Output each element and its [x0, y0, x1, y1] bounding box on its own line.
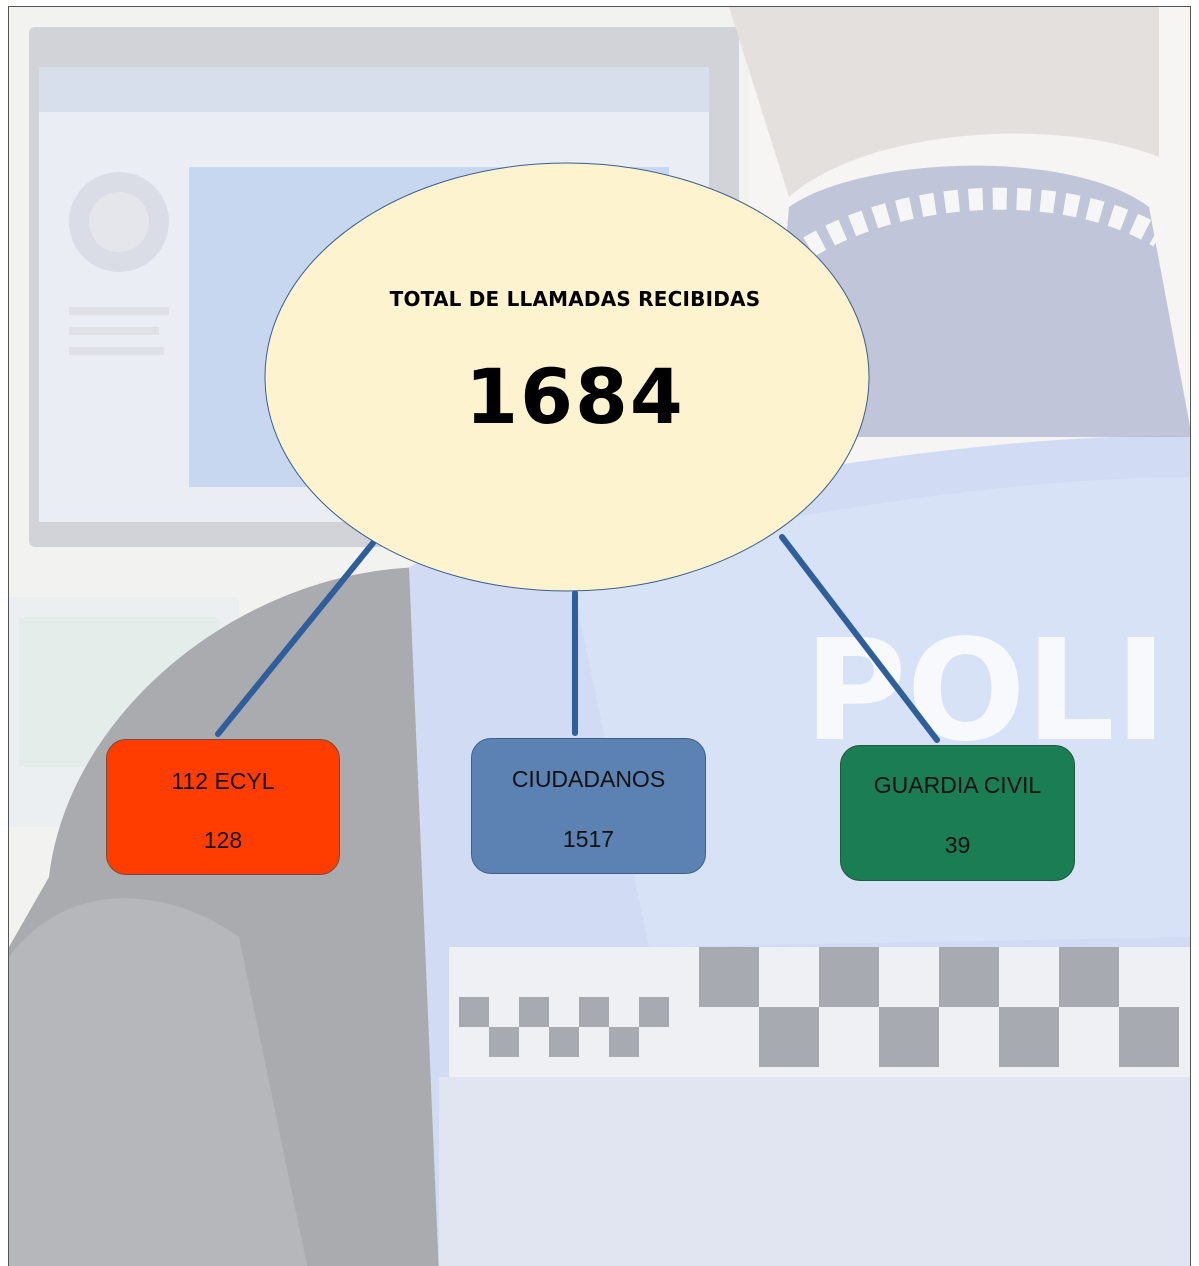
source-box-112-ecyl: 112 ECYL 128 — [106, 739, 340, 875]
source-value: 128 — [203, 827, 243, 853]
source-box-ciudadanos: CIUDADANOS 1517 — [471, 738, 706, 874]
total-label: TOTAL DE LLAMADAS RECIBIDAS — [389, 287, 761, 311]
source-value: 1517 — [562, 826, 615, 852]
connector-line — [779, 534, 940, 743]
total-ellipse — [264, 162, 870, 592]
source-label: GUARDIA CIVIL — [873, 772, 1042, 798]
source-box-guardia-civil: GUARDIA CIVIL 39 — [840, 745, 1075, 881]
source-value: 39 — [944, 832, 971, 858]
diagram-shapes — [215, 162, 940, 743]
total-value: 1684 — [465, 352, 685, 441]
connector-line — [215, 540, 376, 737]
source-label: CIUDADANOS — [511, 766, 666, 792]
source-label: 112 ECYL — [171, 768, 275, 794]
diagram-frame: POLI — [8, 6, 1191, 1266]
